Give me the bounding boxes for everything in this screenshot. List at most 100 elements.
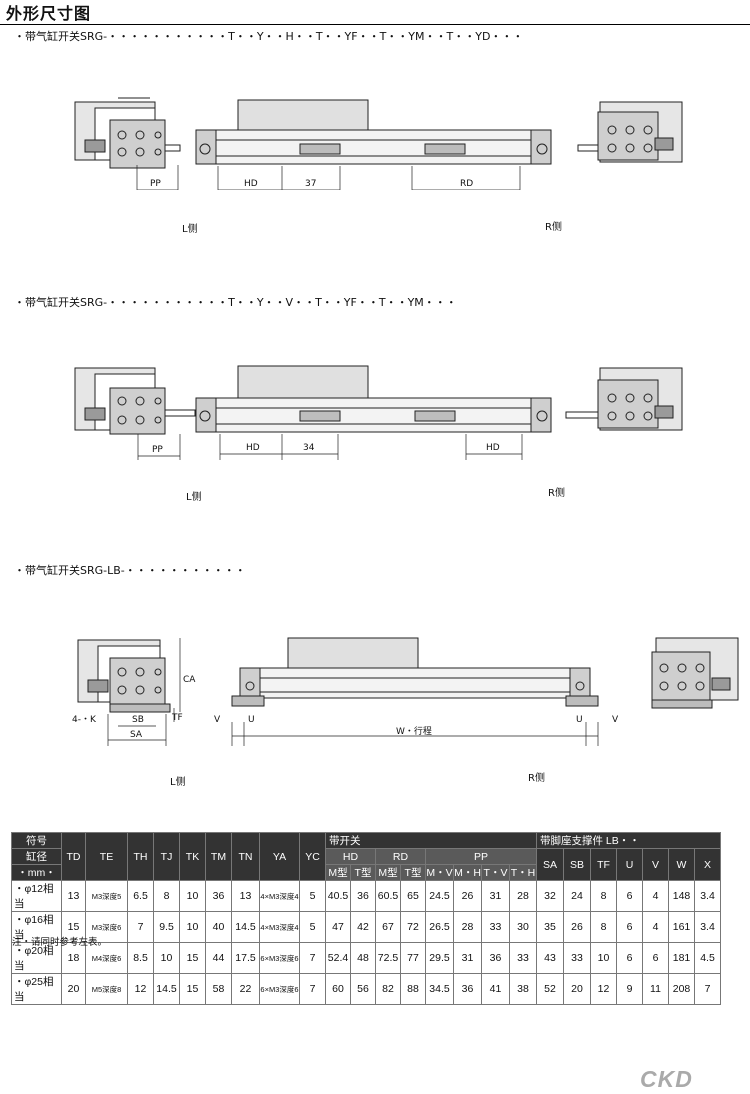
dim-ca: CA [183,675,196,685]
value-cell: 42 [350,911,376,943]
section-1-right-side: R侧 [545,222,562,233]
value-cell: 9.5 [153,911,180,943]
value-cell: 8 [590,911,617,943]
value-cell: 12 [590,973,617,1005]
value-cell: 65 [400,880,426,912]
value-cell: 82 [375,973,401,1005]
value-cell: 36 [350,880,376,912]
value-cell: 20 [61,973,86,1005]
header-u: U [616,848,643,881]
value-cell: 58 [205,973,232,1005]
header-pp-mv: M・V [425,864,454,881]
section-1-left-side: L侧 [182,224,198,235]
value-cell: 36 [481,942,510,974]
value-cell: 161 [668,911,695,943]
section-2-drawing: PP HD 34 HD [74,365,683,460]
right-end-view [651,637,739,709]
value-cell: 11 [642,973,669,1005]
value-cell: 7 [299,973,326,1005]
value-cell: 43 [536,942,564,974]
header-pp-tv: T・V [481,864,510,881]
value-cell: 6×M3深度6 [259,942,300,974]
value-cell: 72 [400,911,426,943]
header-th: TH [127,832,154,881]
value-cell: 33 [481,911,510,943]
header-rd-t: T型 [400,864,426,881]
value-cell: 14.5 [153,973,180,1005]
value-cell: 15 [179,942,206,974]
dim-rd: RD [460,179,473,189]
section-2-right-side: R侧 [548,488,565,499]
value-cell: 26 [453,880,482,912]
value-cell: 4×M3深度4 [259,911,300,943]
value-cell: 52.4 [325,942,351,974]
dimension-lines [107,638,599,746]
value-cell: 7 [127,911,154,943]
dim-k: 4-・K [72,715,97,725]
left-end-view [74,97,181,169]
header-tk: TK [179,832,206,881]
dimension-table: 符号 TD TE TH TJ TK TM TN YA YC 带开关 带脚座支撑件… [11,832,721,1005]
value-cell: 4×M3深度4 [259,880,300,912]
value-cell: 17.5 [231,942,260,974]
header-pp-mh: M・H [453,864,482,881]
value-cell: 10 [590,942,617,974]
bore-cell: ・φ12相当 [11,880,62,912]
value-cell: 24.5 [425,880,454,912]
value-cell: 28 [509,880,537,912]
value-cell: 8 [153,880,180,912]
value-cell: 9 [616,973,643,1005]
value-cell: 26.5 [425,911,454,943]
title-divider [0,24,750,25]
dim-v: V [214,715,221,725]
section-1-label: ・带气缸开关SRG-・・・・・・・・・・・T・・Y・・H・・T・・YF・・T・・… [14,30,524,43]
section-2-left-side: L侧 [186,492,202,503]
dim-hd-2: HD [486,443,500,453]
header-hd: HD [325,848,376,865]
value-cell: 38 [509,973,537,1005]
value-cell: 72.5 [375,942,401,974]
value-cell: 40.5 [325,880,351,912]
header-ya: YA [259,832,300,881]
header-td: TD [61,832,86,881]
section-3-drawing: CA 4-・K SB SA TF V U W・行程 U V [72,637,739,746]
value-cell: 88 [400,973,426,1005]
header-yc: YC [299,832,326,881]
dim-u: U [248,715,255,725]
header-pp-th: T・H [509,864,537,881]
value-cell: 36 [205,880,232,912]
value-cell: 10 [153,942,180,974]
dim-pp: PP [150,179,161,189]
header-rd: RD [375,848,426,865]
header-foot-group: 带脚座支撑件 LB・・ [536,832,721,849]
header-unit: ・mm・ [11,864,62,881]
cylinder-body [195,99,552,165]
value-cell: M3深度5 [85,880,128,912]
section-2-label: ・带气缸开关SRG-・・・・・・・・・・・T・・Y・・V・・T・・YF・・T・・… [14,296,457,309]
value-cell: 31 [453,942,482,974]
header-tf: TF [590,848,617,881]
dim-hd: HD [244,179,258,189]
value-cell: 10 [179,880,206,912]
value-cell: 208 [668,973,695,1005]
dim-tf: TF [171,713,183,723]
value-cell: 181 [668,942,695,974]
value-cell: 7 [299,942,326,974]
header-te: TE [85,832,128,881]
value-cell: 31 [481,880,510,912]
value-cell: 48 [350,942,376,974]
value-cell: 32 [536,880,564,912]
section-3-label: ・带气缸开关SRG-LB-・・・・・・・・・・・ [14,564,246,577]
value-cell: 5 [299,880,326,912]
dim-w: W・行程 [396,725,432,737]
value-cell: 3.4 [694,911,721,943]
header-x: X [694,848,721,881]
value-cell: 44 [205,942,232,974]
value-cell: 36 [453,973,482,1005]
value-cell: 4 [642,880,669,912]
